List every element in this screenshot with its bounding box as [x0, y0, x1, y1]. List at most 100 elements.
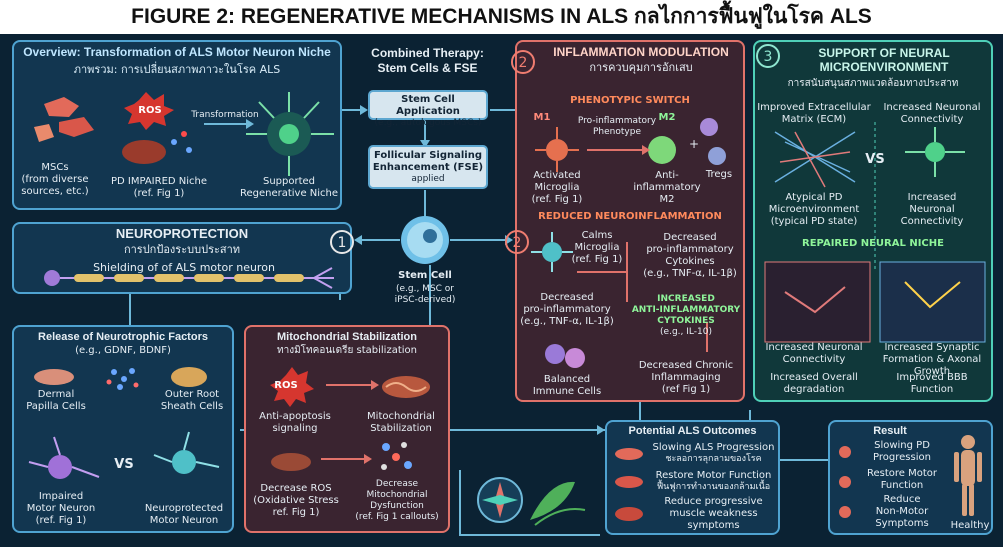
ros-label: ROS: [138, 105, 162, 116]
neuroprotection-title: NEUROPROTECTION: [115, 226, 249, 241]
protected-label: Neuroprotected Motor Neuron: [144, 503, 224, 526]
regenerative-niche-icon: [246, 92, 334, 176]
decreased-cyto-label: Decreased pro-inflammatory Cytokines (e.…: [643, 232, 737, 279]
decreased-chronic-label: Decreased Chronic Inflammaging (ref Fig …: [638, 360, 734, 395]
neurotrophic-subtitle: (e.g., GDNF, BDNF): [75, 345, 171, 356]
stem-cell-application-box: Stem Cell Application (e.g., autologous …: [368, 90, 488, 128]
stem-app-label: Stem Cell Application: [396, 94, 460, 117]
conn-label: Increased Neuronal Connectivity: [883, 102, 981, 125]
stem-cell-sub: (e.g., MSC or iPSC-derived): [394, 284, 456, 305]
stabilization-label: Mitochondrial Stabilization: [367, 411, 435, 434]
overview-subtitle: ภาพรวม: การเปลี่ยนสภาพภาวะในโรค ALS: [73, 63, 281, 76]
overview-title: Overview: Transformation of ALS Motor Ne…: [23, 45, 331, 59]
decreased-pro-label: Decreased pro-inflammatory (e.g., TNF-α,…: [520, 292, 614, 327]
support-title: SUPPORT OF NEURAL MICROENVIRONMENT: [818, 46, 950, 74]
result-healthy: Healthy: [950, 520, 990, 531]
result-reduce: Reduce Non-Motor Symptoms: [875, 494, 929, 529]
fse-box: Follicular Signaling Enhancement (FSE) a…: [368, 145, 488, 189]
outcome-slow-th: ชะลอการลุกลามของโรค: [665, 454, 762, 464]
support-panel: SUPPORT OF NEURAL MICROENVIRONMENT การสน…: [753, 40, 993, 402]
pro-phenotype-label: Pro-inflammatory Phenotype: [577, 116, 657, 137]
balanced-label: Balanced Immune Cells: [532, 374, 602, 397]
combined-title: Combined Therapy: Stem Cells & FSE: [371, 46, 484, 75]
anti-apoptosis-label: Anti-apoptosis signaling: [259, 411, 331, 434]
vs-label: VS: [114, 457, 134, 472]
ros-burst-icon: [124, 92, 174, 130]
result-icons: [839, 435, 982, 518]
dermal-label: Dermal Papilla Cells: [26, 389, 86, 412]
increased-label: Increased Neuronal Connectivity: [900, 192, 964, 227]
repaired-label: REPAIRED NEURAL NICHE: [802, 238, 944, 249]
anti-m2-label: Anti- inflammatory M2: [633, 170, 701, 205]
decrease-ros-label: Decrease ROS (Oxidative Stress ref. Fig …: [253, 483, 339, 518]
inflammation-title: INFLAMMATION MODULATION: [553, 45, 729, 59]
increased-anti-label: INCREASED ANTI-INFLAMMATORY CYTOKINES: [631, 294, 741, 326]
mito-title: Mitochondrial Stabilization: [277, 331, 417, 343]
neurotrophic-title: Release of Neurotrophic Factors: [38, 331, 208, 343]
outcome-slow: Slowing ALS Progression: [652, 442, 775, 453]
activated-label: Activated Microglia (ref. Fig 1): [531, 170, 583, 205]
fse-label: Follicular Signaling Enhancement (FSE): [372, 150, 484, 173]
mito-subtitle: ทางมิโทคอนเดรีย stabilization: [277, 345, 417, 356]
step-2b-badge: 2: [505, 230, 529, 254]
tregs-label: Tregs: [705, 169, 733, 180]
result-slow: Slowing PD Progression: [873, 440, 931, 463]
neuroprotection-panel: NEUROPROTECTION การปกป้องระบบประสาท Shie…: [12, 222, 352, 294]
calms-label: Calms Microglia (ref. Fig 1): [571, 230, 623, 265]
transformation-label: Transformation: [191, 110, 259, 120]
result-panel: Result Slowing PD Progression Restore Mo…: [828, 420, 993, 535]
outcomes-panel: Potential ALS Outcomes Slowing ALS Progr…: [605, 420, 780, 535]
neuroprotection-subtitle: การปกป้องระบบประสาท: [123, 243, 241, 256]
m2-label: M2: [658, 112, 676, 123]
inflammation-subtitle: การควบคุมการอักเสบ: [589, 61, 693, 74]
reduced-label: REDUCED NEUROINFLAMMATION: [538, 211, 722, 222]
support-subtitle: การสนับสนุนสภาพแวดล้อมทางประสาท: [787, 78, 959, 89]
msc-cell-icon: [34, 97, 94, 142]
mito-panel: Mitochondrial Stabilization ทางมิโทคอนเด…: [244, 325, 450, 533]
mscs-label: MSCs (from diverse sources, etc.): [21, 162, 89, 197]
neurotrophic-illustrations: [28, 367, 220, 479]
inflammation-panel: INFLAMMATION MODULATION การควบคุมการอักเ…: [515, 40, 745, 402]
motor-neuron-axon-icon: [44, 267, 334, 289]
fse-sub: applied: [411, 174, 445, 184]
phenotypic-label: PHENOTYPIC SWITCH: [570, 95, 690, 106]
pd-impaired-label: PD IMPAIRED Niche (ref. Fig 1): [110, 176, 208, 199]
figure-title: FIGURE 2: REGENERATIVE MECHANISMS IN ALS…: [0, 0, 1003, 34]
atypical-label: Atypical PD Microenvironment (typical PD…: [768, 192, 860, 227]
support-vs-label: VS: [865, 152, 885, 167]
healthy-human-icon: [954, 435, 982, 516]
outcome-restore: Restore Motor Function: [655, 470, 772, 481]
support-illustrations: [764, 122, 986, 343]
mito-illustrations: [270, 367, 430, 471]
ecm-label: Improved Extracellular Matrix (ECM): [757, 102, 871, 125]
result-restore: Restore Motor Function: [866, 468, 938, 491]
impaired-niche-icon: [122, 131, 192, 164]
overall-label: Increased Overall degradation: [770, 372, 858, 395]
decrease-dys-label: Decrease Mitochondrial Dysfunction (ref.…: [355, 479, 439, 522]
stem-cell-label: Stem Cell: [398, 270, 452, 281]
outcomes-title: Potential ALS Outcomes: [628, 425, 757, 437]
supported-label: Supported Regenerative Niche: [239, 176, 339, 199]
m1-label: M1: [533, 112, 551, 123]
syn-label: Increased Synaptic Formation & Axonal Gr…: [882, 342, 982, 377]
inc-conn-label: Increased Neuronal Connectivity: [765, 342, 863, 365]
outcome-restore-th: ฟื้นฟูการทำงานของกล้ามเนื้อ: [656, 482, 771, 492]
stem-app-sub: (e.g., autologous MSCs): [374, 118, 482, 128]
shielding-label: Shielding of of ALS motor neuron: [93, 261, 275, 274]
overview-panel: Overview: Transformation of ALS Motor Ne…: [12, 40, 342, 210]
step-3-badge: 3: [756, 44, 780, 68]
step-1-badge: 1: [330, 230, 354, 254]
neurotrophic-panel: Release of Neurotrophic Factors (e.g., G…: [12, 325, 234, 533]
inflammation-illustrations: [531, 118, 726, 368]
mito-ros-label: ROS: [274, 380, 298, 391]
result-title: Result: [873, 425, 907, 437]
step-2-badge: 2: [511, 50, 535, 74]
il10-label: (e.g., IL-10): [660, 327, 712, 337]
outcome-icons: [615, 448, 643, 521]
overview-illustrations: [34, 92, 334, 176]
bbb-label: Improved BBB Function: [896, 372, 968, 395]
outer-label: Outer Root Sheath Cells: [160, 389, 224, 412]
plus-label: +: [688, 137, 700, 151]
